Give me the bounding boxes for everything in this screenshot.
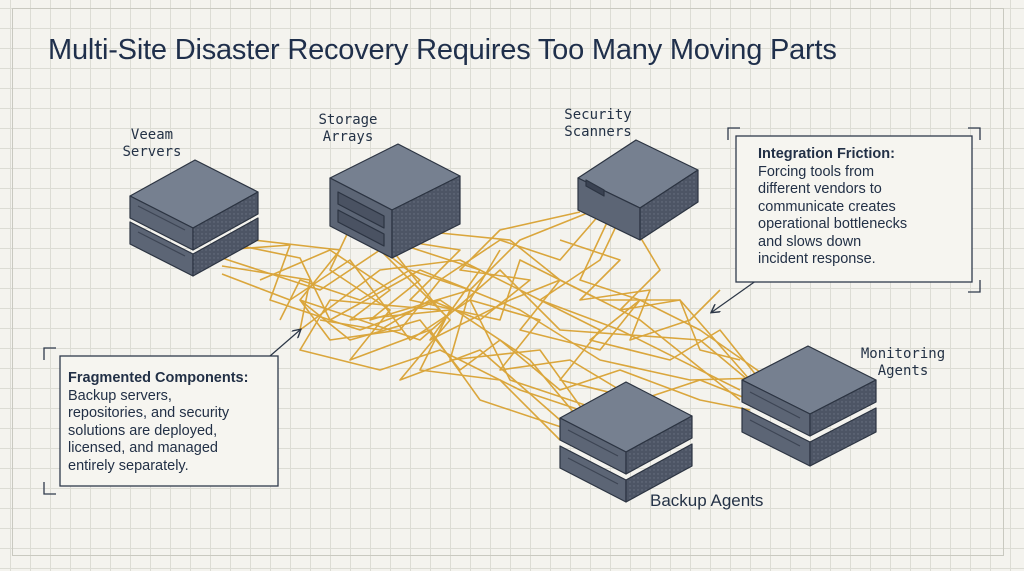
connection-line [559,239,721,341]
connection-line [539,217,751,401]
backup-agents-label: Backup Agents [650,491,764,510]
storage-arrays-device [329,143,461,259]
monitoring-agents-device [741,345,877,467]
security-scanners-device [577,139,699,241]
connection-line [429,231,761,373]
diagram-frame [12,8,1004,556]
connection-line [371,235,751,381]
integration-friction-box [727,127,981,293]
connection-line [399,243,741,401]
callout-heading: Integration Friction: [758,146,895,162]
connection-line [299,213,601,341]
connection-line [299,299,751,411]
fragmented-components-box [43,347,279,495]
tangled-connections [221,211,761,441]
connection-line [279,211,591,321]
connection-line [579,215,761,381]
connection-line [299,239,581,411]
connection-line [469,249,621,391]
connection-line [329,227,571,431]
connection-line [221,259,601,411]
backup-agents-device [559,381,693,503]
connection-line [259,249,561,441]
veeam-servers-device [129,159,259,277]
connection-line [221,249,561,421]
diagram-title: Multi-Site Disaster Recovery Requires To… [48,34,837,66]
connection-line [319,211,581,331]
connection-line [235,237,761,391]
fragmented-callout-arrow [269,330,300,357]
callout-heading: Fragmented Components: [68,370,249,386]
integration-callout-arrow [712,277,761,312]
